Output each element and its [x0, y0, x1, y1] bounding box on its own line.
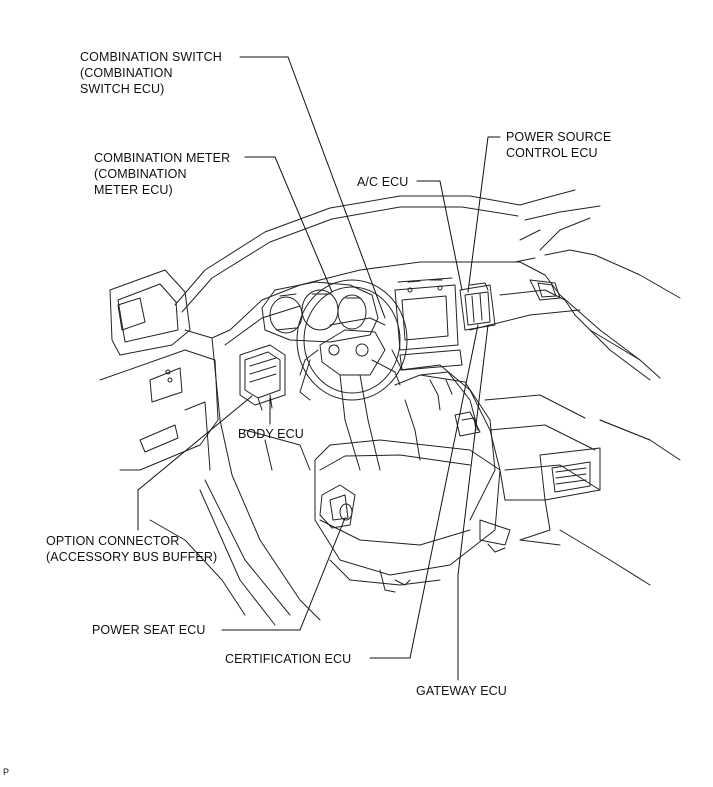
dashboard	[225, 218, 680, 440]
leader-power-source	[468, 137, 500, 292]
leader-combination-meter	[245, 157, 332, 292]
leader-ac-ecu	[417, 181, 462, 290]
label-option-connector-line2: (ACCESSORY BUS BUFFER)	[46, 550, 218, 564]
label-combination-switch-line3: SWITCH ECU)	[80, 82, 165, 96]
label-gateway-ecu: GATEWAY ECU	[416, 684, 507, 698]
left-door	[100, 270, 218, 470]
label-option-connector-line1: OPTION CONNECTOR	[46, 534, 180, 548]
label-combination-switch-line1: COMBINATION SWITCH	[80, 50, 222, 64]
label-combination-meter-line2: (COMBINATION	[94, 167, 187, 181]
label-certification-ecu: CERTIFICATION ECU	[225, 652, 352, 666]
left-sill	[150, 330, 320, 625]
power-seat-switch	[320, 485, 355, 528]
label-body-ecu: BODY ECU	[238, 427, 304, 441]
combination-switch-area	[300, 318, 400, 470]
label-power-seat-ecu: POWER SEAT ECU	[92, 623, 206, 637]
label-combination-meter: COMBINATION METER (COMBINATION METER ECU…	[94, 150, 230, 198]
ecu-module-box	[460, 283, 495, 330]
label-option-connector: OPTION CONNECTOR (ACCESSORY BUS BUFFER)	[46, 533, 217, 565]
combination-meter-cluster	[262, 282, 378, 342]
label-power-source-line2: CONTROL ECU	[506, 146, 598, 160]
leader-certification	[370, 325, 478, 658]
driver-seat	[315, 375, 500, 592]
label-combination-switch: COMBINATION SWITCH (COMBINATION SWITCH E…	[80, 49, 222, 97]
windshield-outline	[175, 190, 600, 312]
label-combination-switch-line2: (COMBINATION	[80, 66, 173, 80]
body-ecu-block	[240, 345, 285, 410]
corner-mark: P	[3, 767, 10, 777]
leader-power-seat	[222, 518, 345, 630]
floor-lines	[245, 420, 680, 585]
label-ac-ecu: A/C ECU	[357, 175, 409, 189]
center-display	[395, 278, 462, 370]
leader-gateway	[458, 325, 488, 680]
label-combination-meter-line1: COMBINATION METER	[94, 151, 231, 165]
leader-option-connector	[138, 396, 252, 530]
center-console	[400, 365, 600, 552]
leader-lines	[138, 57, 500, 680]
leader-combination-switch	[240, 57, 385, 318]
label-power-source-control: POWER SOURCE CONTROL ECU	[506, 129, 611, 161]
label-power-source-line1: POWER SOURCE	[506, 130, 612, 144]
label-combination-meter-line3: METER ECU)	[94, 183, 173, 197]
